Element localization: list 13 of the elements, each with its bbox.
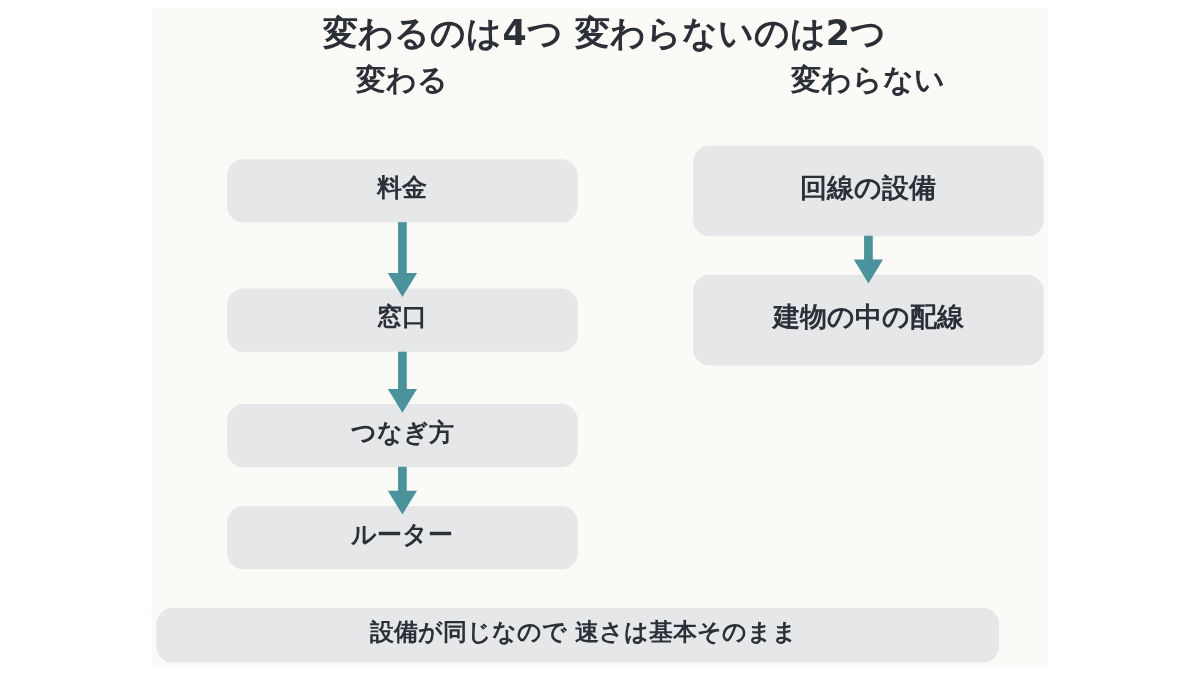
node-box: 窓口 bbox=[227, 288, 578, 352]
diagram-title: 変わるのは4つ 変わらないのは2つ bbox=[323, 12, 887, 53]
node-box: 建物の中の配線 bbox=[693, 274, 1044, 366]
node-box: 回線の設備 bbox=[693, 145, 1044, 237]
node-box: 料金 bbox=[227, 159, 578, 223]
label: 変わらない bbox=[791, 62, 946, 98]
arrow bbox=[387, 222, 418, 297]
node-box: ルーター bbox=[227, 505, 578, 570]
arrow bbox=[387, 466, 418, 515]
node-box: つなぎ方 bbox=[227, 404, 578, 468]
label: 変わる bbox=[356, 62, 449, 98]
arrow bbox=[387, 351, 418, 413]
arrow bbox=[853, 235, 884, 284]
